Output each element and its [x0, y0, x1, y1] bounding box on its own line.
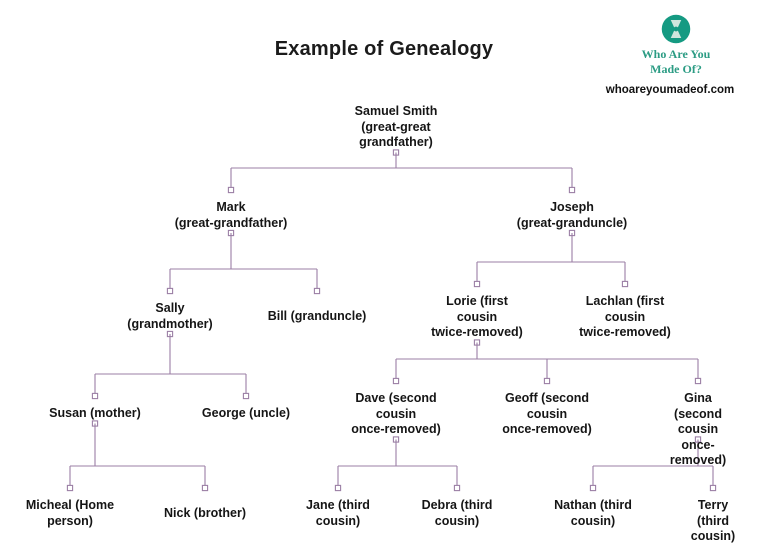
connector-marker-george-in	[242, 392, 250, 400]
tree-node-nathan: Nathan (third cousin)	[554, 498, 632, 528]
connector-marker-dave-in	[392, 377, 400, 385]
connector-marker-susan-in	[91, 392, 99, 400]
tree-node-joseph: Joseph (great-granduncle)	[516, 200, 628, 230]
brand-block: Who Are You Made Of?	[602, 14, 750, 77]
tree-node-bill: Bill (granduncle)	[267, 309, 367, 323]
tree-node-micheal: Micheal (Home person)	[25, 498, 115, 528]
page-title: Example of Genealogy	[274, 38, 494, 60]
connector-marker-sally-in	[166, 287, 174, 295]
connector-marker-micheal-in	[66, 484, 74, 492]
connector-marker-mark-in	[227, 186, 235, 194]
brand-name: Who Are You Made Of?	[641, 47, 711, 76]
connector-marker-gina-in	[694, 377, 702, 385]
connector-marker-joseph-in	[568, 186, 576, 194]
connector-marker-bill-in	[313, 287, 321, 295]
brand-url: whoareyoumadeof.com	[605, 84, 735, 96]
tree-node-samuel: Samuel Smith (great-great grandfather)	[354, 104, 438, 149]
tree-node-terry: Terry (third cousin)	[690, 498, 736, 543]
tree-node-dave: Dave (second cousin once-removed)	[351, 391, 441, 436]
tree-node-jane: Jane (third cousin)	[306, 498, 370, 528]
connector-marker-jane-in	[334, 484, 342, 492]
connector-marker-nick-in	[201, 484, 209, 492]
connector-marker-terry-in	[709, 484, 717, 492]
connector-marker-lorie-in	[473, 280, 481, 288]
connector-marker-geoff-in	[543, 377, 551, 385]
tree-node-susan: Susan (mother)	[49, 406, 141, 420]
tree-node-geoff: Geoff (second cousin once-removed)	[502, 391, 592, 436]
tree-node-lorie: Lorie (first cousin twice-removed)	[431, 294, 523, 339]
tree-node-debra: Debra (third cousin)	[421, 498, 493, 528]
tree-node-george: George (uncle)	[201, 406, 291, 420]
tree-node-mark: Mark (great-grandfather)	[174, 200, 288, 230]
tree-node-nick: Nick (brother)	[164, 506, 246, 520]
tree-node-sally: Sally (grandmother)	[127, 301, 213, 331]
tree-node-lachlan: Lachlan (first cousin twice-removed)	[579, 294, 671, 339]
tree-node-gina: Gina (second cousin once-removed)	[669, 391, 727, 467]
connector-marker-lachlan-in	[621, 280, 629, 288]
connector-marker-nathan-in	[589, 484, 597, 492]
connector-marker-debra-in	[453, 484, 461, 492]
who-are-you-made-of-logo-icon	[661, 14, 691, 44]
